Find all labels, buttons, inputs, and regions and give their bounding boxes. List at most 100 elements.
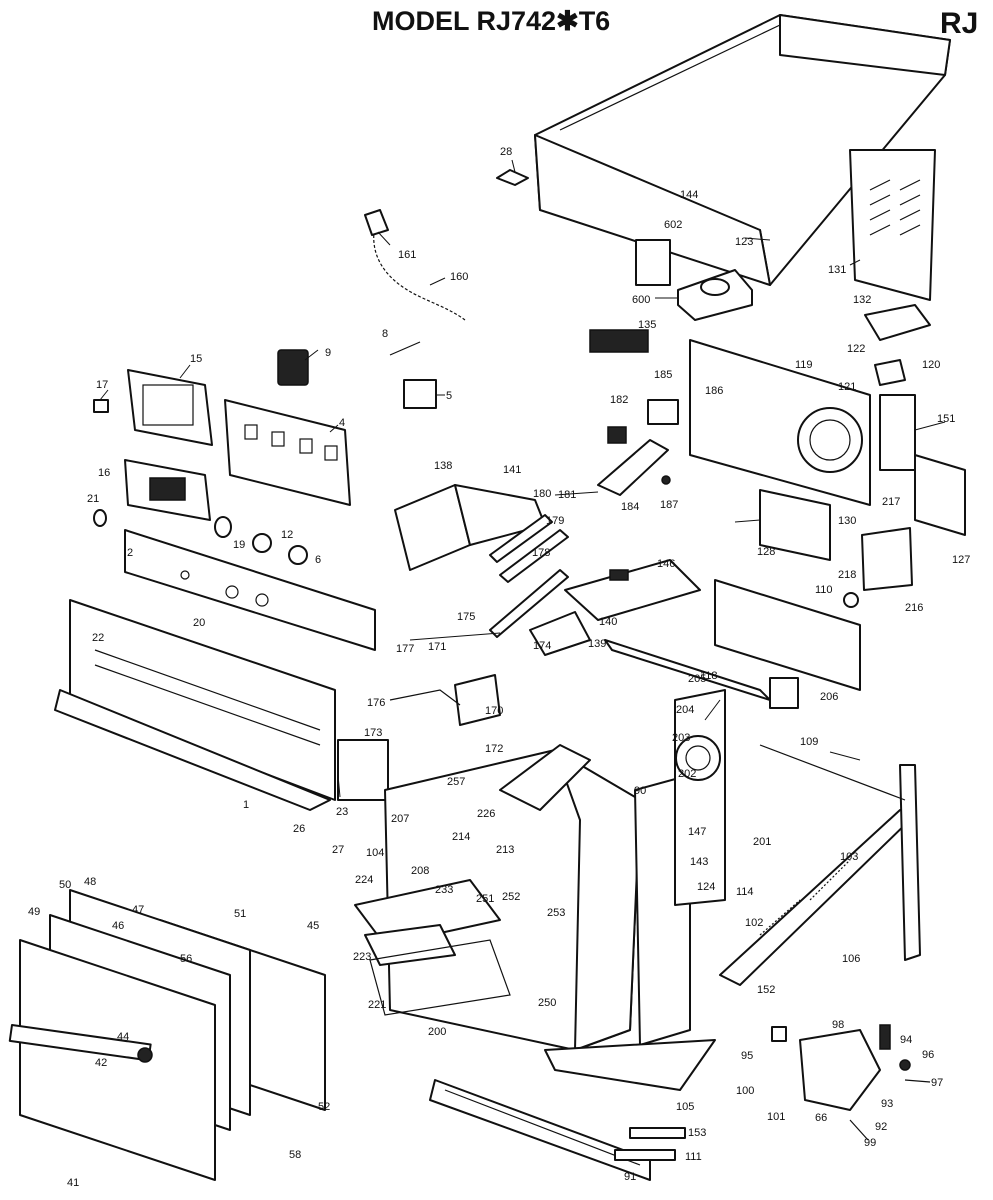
part-label: 207 bbox=[391, 813, 409, 825]
part-label: 118 bbox=[700, 670, 718, 682]
part-label: 110 bbox=[815, 584, 833, 596]
part-label: 213 bbox=[496, 844, 514, 856]
part-label: 21 bbox=[87, 493, 99, 505]
spring-146 bbox=[609, 569, 629, 581]
part-label: 218 bbox=[838, 569, 856, 581]
box-127 bbox=[914, 454, 966, 536]
clip-17 bbox=[93, 399, 109, 413]
part-label: 1 bbox=[243, 799, 249, 811]
part-label: 23 bbox=[336, 806, 348, 818]
part-label: 16 bbox=[98, 467, 110, 479]
part-label: 50 bbox=[59, 879, 71, 891]
part-label: 101 bbox=[767, 1111, 785, 1123]
part-label: 114 bbox=[736, 886, 754, 898]
part-label: 91 bbox=[624, 1171, 636, 1183]
bracket-181 bbox=[597, 439, 669, 496]
part-label: 105 bbox=[676, 1101, 694, 1113]
part-label: 123 bbox=[735, 236, 753, 248]
part-label: 253 bbox=[547, 907, 565, 919]
part-label: 224 bbox=[355, 874, 373, 886]
part-label: 42 bbox=[95, 1057, 107, 1069]
part-label: 93 bbox=[881, 1098, 893, 1110]
part-label: 139 bbox=[588, 638, 606, 650]
part-label: 103 bbox=[840, 851, 858, 863]
part-label: 100 bbox=[736, 1085, 754, 1097]
part-label: 257 bbox=[447, 776, 465, 788]
knob-19 bbox=[214, 516, 232, 538]
knob-12 bbox=[252, 533, 272, 553]
latch-170 bbox=[454, 674, 501, 726]
part-label: 27 bbox=[332, 844, 344, 856]
part-label: 130 bbox=[838, 515, 856, 527]
part-label: 46 bbox=[112, 920, 124, 932]
part-label: 5 bbox=[446, 390, 452, 402]
latch-98 bbox=[799, 1029, 881, 1111]
part-label: 184 bbox=[621, 501, 639, 513]
part-label: 97 bbox=[931, 1077, 943, 1089]
part-label: 147 bbox=[688, 826, 706, 838]
power-cord bbox=[373, 224, 466, 321]
part-label: 128 bbox=[757, 546, 775, 558]
part-label: 15 bbox=[190, 353, 202, 365]
side-vent-panel bbox=[849, 149, 936, 301]
part-label: 252 bbox=[502, 891, 520, 903]
part-label: 111 bbox=[685, 1151, 702, 1163]
part-label: 214 bbox=[452, 831, 470, 843]
part-94 bbox=[879, 1024, 891, 1050]
panel-110 bbox=[714, 579, 861, 691]
part-label: 140 bbox=[599, 616, 617, 628]
part-label: 600 bbox=[632, 294, 650, 306]
control-panel-2 bbox=[124, 529, 376, 651]
part-label: 200 bbox=[428, 1026, 446, 1038]
switch-185 bbox=[647, 399, 679, 425]
link-179 bbox=[499, 529, 569, 583]
part-label: 141 bbox=[503, 464, 521, 476]
part-label: 176 bbox=[367, 697, 385, 709]
part-label: 104 bbox=[366, 847, 384, 859]
outer-cabinet-top bbox=[534, 14, 951, 286]
part-label: 49 bbox=[28, 906, 40, 918]
part-label: 206 bbox=[820, 691, 838, 703]
transformer-5 bbox=[403, 379, 437, 409]
part-label: 216 bbox=[905, 602, 923, 614]
part-label: 171 bbox=[428, 641, 446, 653]
frame-15 bbox=[127, 369, 213, 446]
part-label: 4 bbox=[339, 417, 345, 429]
part-label: 41 bbox=[67, 1177, 79, 1189]
part-label: 17 bbox=[96, 379, 108, 391]
part-label: 12 bbox=[281, 529, 293, 541]
part-label: 99 bbox=[864, 1137, 876, 1149]
bracket-132 bbox=[864, 304, 931, 341]
part-label: 28 bbox=[500, 146, 512, 158]
part-label: 56 bbox=[180, 953, 192, 965]
broiler-pan-224 bbox=[354, 879, 501, 946]
front-frame-1 bbox=[69, 599, 336, 801]
rack-221 bbox=[369, 939, 511, 1016]
part-label: 121 bbox=[838, 381, 856, 393]
part-label: 178 bbox=[532, 547, 550, 559]
box-130 bbox=[759, 489, 831, 561]
part-label: 98 bbox=[832, 1019, 844, 1031]
part-label: 233 bbox=[435, 884, 453, 896]
part-label: 124 bbox=[697, 881, 715, 893]
part-label: 223 bbox=[353, 951, 371, 963]
vent-slots bbox=[869, 179, 921, 236]
bracket-602 bbox=[635, 239, 671, 286]
part-label: 203 bbox=[672, 732, 690, 744]
part-label: 131 bbox=[828, 264, 846, 276]
part-label: 109 bbox=[800, 736, 818, 748]
part-label: 160 bbox=[450, 271, 468, 283]
screw-99 bbox=[849, 1119, 869, 1141]
part-218 bbox=[843, 592, 859, 608]
part-number-labels: 28 144 602 123 131 600 132 161 160 8 135… bbox=[28, 146, 970, 1189]
part-label: 177 bbox=[396, 643, 414, 655]
rail-153 bbox=[629, 1127, 686, 1139]
part-label: 152 bbox=[757, 984, 775, 996]
light-205 bbox=[675, 735, 721, 781]
rail-111 bbox=[614, 1149, 676, 1161]
kick-plate bbox=[429, 1079, 651, 1181]
link-178 bbox=[489, 569, 569, 638]
bracket-panel-4 bbox=[224, 399, 351, 506]
part-182 bbox=[607, 426, 627, 444]
screw-187 bbox=[661, 475, 671, 485]
